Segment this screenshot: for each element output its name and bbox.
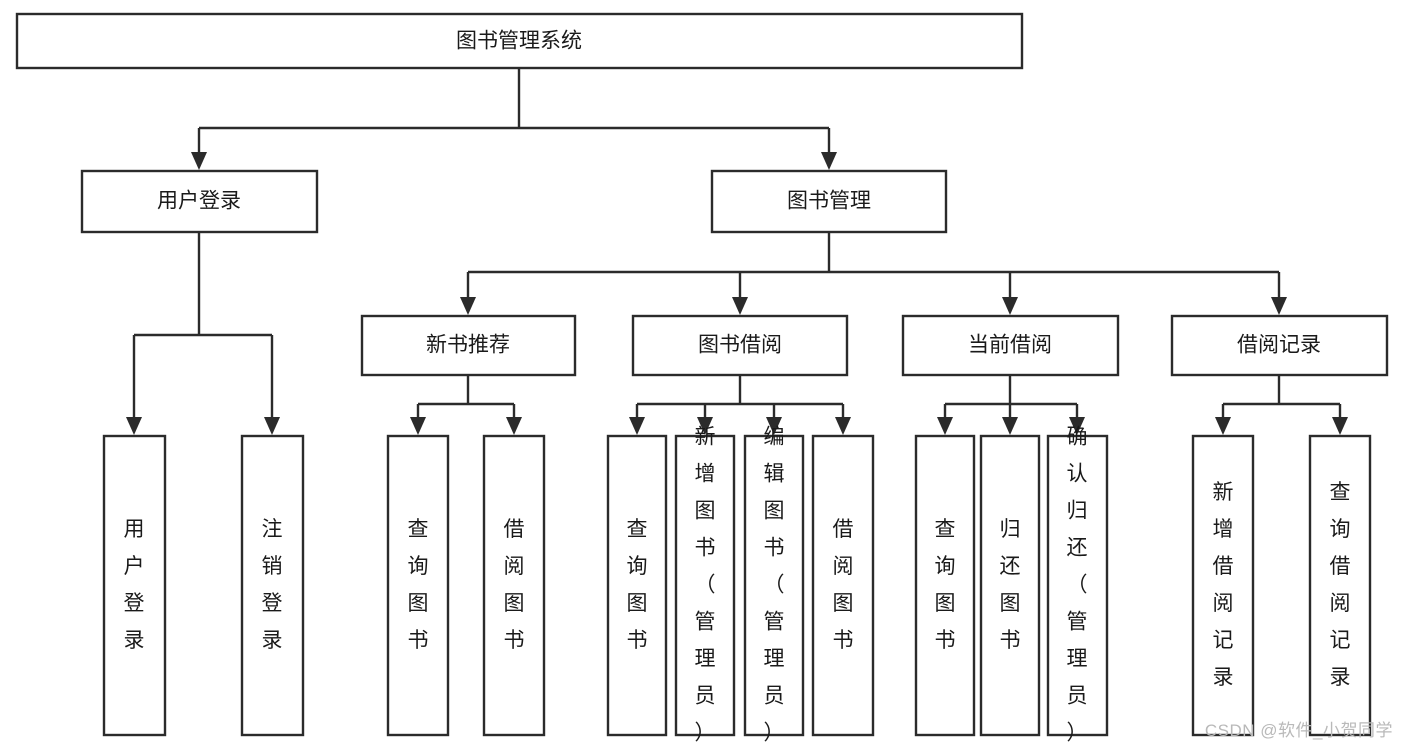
node-leaf-query-book-2[interactable]: 查询图书 [606,434,668,737]
arrow-icon-borrow-record-to-leaf1 [1215,417,1231,435]
arrow-icon-new-book-to-leaf2 [506,417,522,435]
node-new-book-recommend-box[interactable] [360,314,577,377]
node-root[interactable]: 图书管理系统 [15,12,1024,70]
node-leaf-return-book[interactable]: 归还图书 [979,434,1041,737]
node-leaf-edit-book-box[interactable] [743,434,805,737]
node-user-login[interactable]: 用户登录 [80,169,319,234]
node-user-login-label: 用户登录 [157,190,241,213]
node-new-book-recommend-label: 新书推荐 [426,334,510,357]
node-leaf-confirm-return-box[interactable] [1046,434,1109,737]
arrow-icon-book-borrow-to-leaf4 [835,417,851,435]
node-book-manage-box[interactable] [710,169,948,234]
arrow-icon-root-to-book-manage [821,152,837,170]
node-book-borrow-box[interactable] [631,314,849,377]
node-leaf-borrow-book-2-box[interactable] [811,434,875,737]
node-leaf-borrow-book-2[interactable]: 借阅图书 [811,434,875,737]
node-leaf-confirm-return[interactable]: 确认归还（管理员） [1046,426,1109,745]
edge-group-current-borrow-to-leaves [937,375,1085,435]
edge-group-book-borrow-to-leaves [629,375,851,435]
arrow-icon-new-book-to-leaf1 [410,417,426,435]
node-leaf-borrow-book-2-label: 借阅图书 [833,518,854,652]
node-leaf-add-book[interactable]: 新增图书（管理员） [674,426,736,745]
arrow-icon-user-login-to-leaf1 [126,417,142,435]
arrow-icon-book-manage-to-new-book [460,297,476,315]
node-leaf-add-book-label: 新增图书（管理员） [695,426,716,745]
node-leaf-query-book-1[interactable]: 查询图书 [386,434,450,737]
arrow-icon-book-manage-to-current-borrow [1002,297,1018,315]
node-leaf-borrow-book-1[interactable]: 借阅图书 [482,434,546,737]
node-leaf-edit-book[interactable]: 编辑图书（管理员） [743,426,805,745]
node-leaf-logout-login-box[interactable] [240,434,305,737]
arrow-icon-current-borrow-to-leaf1 [937,417,953,435]
node-leaf-return-book-box[interactable] [979,434,1041,737]
node-leaf-borrow-book-1-label: 借阅图书 [504,518,525,652]
node-leaf-query-record-label: 查询借阅记录 [1330,481,1351,689]
node-leaf-user-login-box[interactable] [102,434,167,737]
node-leaf-query-record-box[interactable] [1308,434,1372,737]
csdn-watermark: CSDN @软件_小贺同学 [1204,721,1393,740]
node-leaf-query-record[interactable]: 查询借阅记录 [1308,434,1372,737]
node-leaf-logout-login-label: 注销登录 [262,518,283,652]
node-borrow-record-label: 借阅记录 [1237,334,1321,357]
node-book-manage[interactable]: 图书管理 [710,169,948,234]
node-current-borrow[interactable]: 当前借阅 [901,314,1120,377]
edge-group-user-login-to-leaves [126,232,280,435]
node-leaf-edit-book-label: 编辑图书（管理员） [764,426,785,745]
edge-group-book-manage-to-level3 [460,232,1287,315]
node-leaf-query-book-2-box[interactable] [606,434,668,737]
arrow-icon-user-login-to-leaf2 [264,417,280,435]
node-leaf-query-book-2-label: 查询图书 [627,518,648,652]
arrow-icon-current-borrow-to-leaf3 [1069,417,1085,435]
node-leaf-borrow-book-1-box[interactable] [482,434,546,737]
node-leaf-query-book-3[interactable]: 查询图书 [914,434,976,737]
edge-group-root-to-level2 [191,68,837,170]
node-leaf-add-record[interactable]: 新增借阅记录 [1191,434,1255,737]
arrow-icon-borrow-record-to-leaf2 [1332,417,1348,435]
node-book-borrow[interactable]: 图书借阅 [631,314,849,377]
node-leaf-user-login[interactable]: 用户登录 [102,434,167,737]
node-borrow-record[interactable]: 借阅记录 [1170,314,1389,377]
node-book-borrow-label: 图书借阅 [698,334,782,357]
edge-group-borrow-record-to-leaves [1215,375,1348,435]
arrow-icon-book-manage-to-book-borrow [732,297,748,315]
node-root-box[interactable] [15,12,1024,70]
arrow-icon-current-borrow-to-leaf2 [1002,417,1018,435]
node-current-borrow-label: 当前借阅 [968,334,1052,357]
node-leaf-logout-login[interactable]: 注销登录 [240,434,305,737]
node-leaf-query-book-3-label: 查询图书 [935,518,956,652]
node-leaf-confirm-return-label: 确认归还（管理员） [1067,426,1088,745]
edge-group-new-book-to-leaves [410,375,522,435]
node-new-book-recommend[interactable]: 新书推荐 [360,314,577,377]
arrow-icon-root-to-user-login [191,152,207,170]
node-leaf-add-book-box[interactable] [674,434,736,737]
node-book-manage-label: 图书管理 [787,190,871,213]
node-leaf-query-book-1-box[interactable] [386,434,450,737]
node-leaf-return-book-label: 归还图书 [1000,518,1021,652]
arrow-icon-book-borrow-to-leaf2 [697,417,713,435]
node-leaf-user-login-label: 用户登录 [124,518,145,652]
arrow-icon-book-borrow-to-leaf1 [629,417,645,435]
arrow-icon-book-borrow-to-leaf3 [766,417,782,435]
node-leaf-add-record-label: 新增借阅记录 [1213,481,1234,689]
node-leaf-add-record-box[interactable] [1191,434,1255,737]
node-root-label: 图书管理系统 [456,30,582,53]
node-leaf-query-book-3-box[interactable] [914,434,976,737]
node-leaf-query-book-1-label: 查询图书 [408,518,429,652]
node-current-borrow-box[interactable] [901,314,1120,377]
arrow-icon-book-manage-to-borrow-record [1271,297,1287,315]
node-borrow-record-box[interactable] [1170,314,1389,377]
node-user-login-box[interactable] [80,169,319,234]
